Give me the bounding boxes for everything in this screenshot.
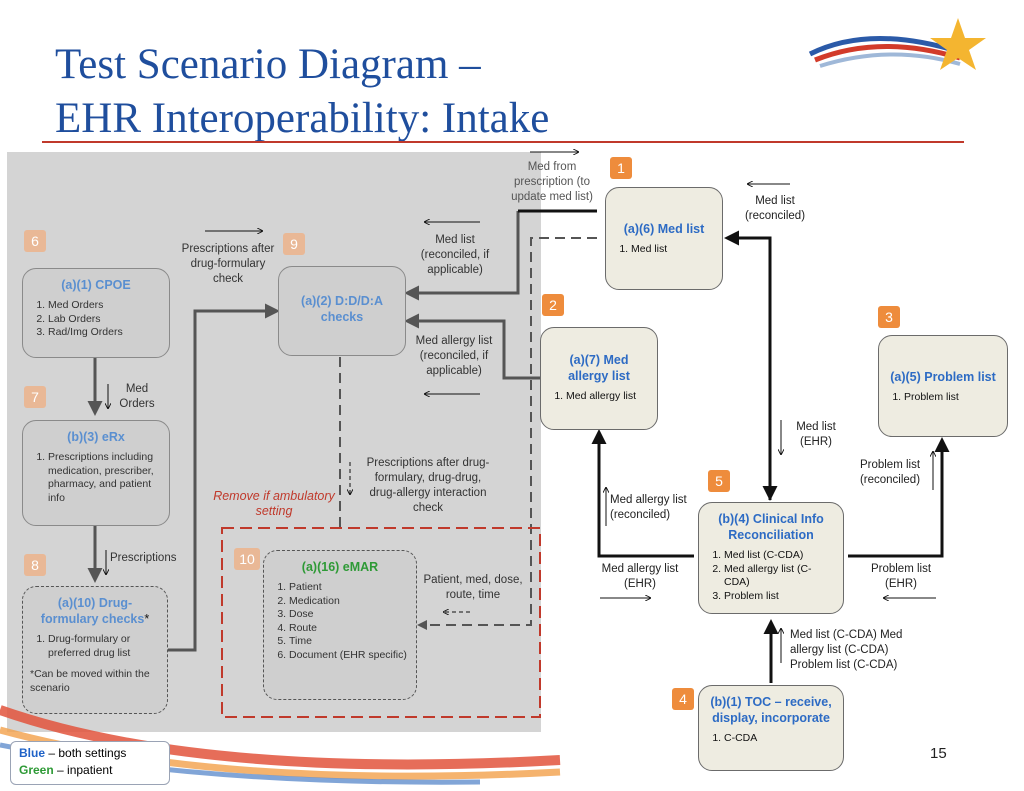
label-patient-med-dose: Patient, med, dose, route, time — [423, 574, 523, 601]
label-med-list-reconciled-if: Med list (reconciled, if applicable) — [420, 234, 490, 276]
list-item: Dose — [289, 608, 409, 622]
list-item: Lab Orders — [48, 313, 162, 327]
label-med-list-reconciled-top: Med list (reconciled) — [744, 195, 806, 222]
list-item: Med list (C-CDA) — [724, 549, 836, 563]
step-badge-7: 7 — [24, 386, 46, 408]
logo-swoosh-star — [808, 18, 986, 70]
list-item: Med allergy list — [566, 390, 650, 404]
clinical-info-reconciliation-title: (b)(4) Clinical Info Reconciliation — [718, 512, 824, 542]
step-badge-1: 1 — [610, 157, 632, 179]
drug-formulary-title: (a)(10) Drug-formulary checks* — [40, 596, 150, 626]
step-badge-8: 8 — [24, 554, 46, 576]
cpoe-box: (a)(1) CPOE Med Orders Lab Orders Rad/Im… — [22, 268, 170, 358]
ddda-checks-title: (a)(2) D:D/D:A checks — [301, 294, 383, 324]
label-remove-if-ambulatory: Remove if ambulatory setting — [213, 489, 335, 518]
drug-formulary-note: *Can be moved within the scenario — [30, 668, 150, 694]
label-problem-list-reconciled: Problem list (reconciled) — [859, 459, 921, 486]
list-item: Drug-formulary or preferred drug list — [48, 633, 160, 660]
med-allergy-list-box: (a)(7) Med allergy list Med allergy list — [540, 327, 658, 430]
label-ccda-inputs: Med list (C-CDA) Med allergy list (C-CDA… — [790, 629, 903, 671]
emar-title: (a)(16) eMAR — [301, 560, 379, 574]
title-line-2: EHR Interoperability: Intake — [55, 95, 550, 142]
med-list-box: (a)(6) Med list Med list — [605, 187, 723, 290]
label-problem-list-ehr: Problem list (EHR) — [870, 563, 932, 590]
list-item: Document (EHR specific) — [289, 649, 409, 663]
step-badge-5: 5 — [708, 470, 730, 492]
label-med-allergy-ehr: Med allergy list (EHR) — [601, 563, 679, 590]
label-prescriptions-after-formulary: Prescriptions after drug-formulary check — [181, 243, 275, 285]
toc-title: (b)(1) TOC – receive, display, incorpora… — [710, 695, 832, 725]
drug-formulary-box: (a)(10) Drug-formulary checks* Drug-form… — [22, 586, 168, 714]
label-med-from-prescription: Med from prescription (to update med lis… — [511, 161, 593, 203]
list-item: Patient — [289, 581, 409, 595]
title-line-1: Test Scenario Diagram – — [55, 41, 481, 88]
med-list-items: Med list — [613, 243, 715, 257]
label-prescriptions-after-checks: Prescriptions after drug-formulary, drug… — [366, 457, 490, 514]
legend-green-row: Green – inpatient — [19, 763, 113, 777]
label-med-allergy-reconciled: Med allergy list (reconciled) — [610, 494, 687, 521]
title-divider — [42, 141, 964, 143]
step-badge-6: 6 — [24, 230, 46, 252]
problem-list-box: (a)(5) Problem list Problem list — [878, 335, 1008, 437]
med-allergy-list-title: (a)(7) Med allergy list — [568, 353, 630, 383]
ddda-checks-box: (a)(2) D:D/D:A checks — [278, 266, 406, 356]
list-item: Med allergy list (C-CDA) — [724, 563, 836, 590]
list-item: Med Orders — [48, 299, 162, 313]
list-item: Rad/Img Orders — [48, 326, 162, 340]
step-badge-3: 3 — [878, 306, 900, 328]
list-item: Route — [289, 622, 409, 636]
drug-formulary-list: Drug-formulary or preferred drug list — [30, 633, 160, 660]
emar-box: (a)(16) eMAR Patient Medication Dose Rou… — [263, 550, 417, 700]
list-item: Problem list — [904, 391, 1000, 405]
toc-box: (b)(1) TOC – receive, display, incorpora… — [698, 685, 844, 771]
cpoe-title: (a)(1) CPOE — [61, 278, 131, 292]
label-med-orders: Med Orders — [119, 383, 155, 410]
med-allergy-list-items: Med allergy list — [548, 390, 650, 404]
step-badge-10: 10 — [234, 548, 260, 570]
step-badge-4: 4 — [672, 688, 694, 710]
page-number: 15 — [930, 745, 947, 762]
label-med-allergy-reconciled-if: Med allergy list (reconciled, if applica… — [415, 335, 493, 377]
legend-blue-row: Blue – both settings — [19, 746, 127, 760]
erx-title: (b)(3) eRx — [67, 430, 125, 444]
list-item: Medication — [289, 595, 409, 609]
clinical-info-reconciliation-box: (b)(4) Clinical Info Reconciliation Med … — [698, 502, 844, 614]
step-badge-9: 9 — [283, 233, 305, 255]
problem-list-title: (a)(5) Problem list — [890, 370, 996, 384]
list-item: Problem list — [724, 590, 836, 604]
emar-list: Patient Medication Dose Route Time Docum… — [271, 581, 409, 662]
erx-list: Prescriptions including medication, pres… — [30, 451, 162, 505]
list-item: Time — [289, 635, 409, 649]
med-list-title: (a)(6) Med list — [623, 222, 705, 236]
list-item: Med list — [631, 243, 715, 257]
problem-list-items: Problem list — [886, 391, 1000, 405]
list-item: C-CDA — [724, 732, 836, 746]
list-item: Prescriptions including medication, pres… — [48, 451, 162, 505]
step-badge-2: 2 — [542, 294, 564, 316]
color-legend: Blue – both settings Green – inpatient — [10, 741, 170, 785]
erx-box: (b)(3) eRx Prescriptions including medic… — [22, 420, 170, 526]
page-title: Test Scenario Diagram – EHR Interoperabi… — [55, 38, 549, 146]
label-prescriptions: Prescriptions — [110, 552, 177, 564]
label-med-list-ehr: Med list (EHR) — [796, 421, 836, 448]
cpoe-list: Med Orders Lab Orders Rad/Img Orders — [30, 299, 162, 340]
toc-list: C-CDA — [706, 732, 836, 746]
clinical-info-reconciliation-list: Med list (C-CDA) Med allergy list (C-CDA… — [706, 549, 836, 603]
